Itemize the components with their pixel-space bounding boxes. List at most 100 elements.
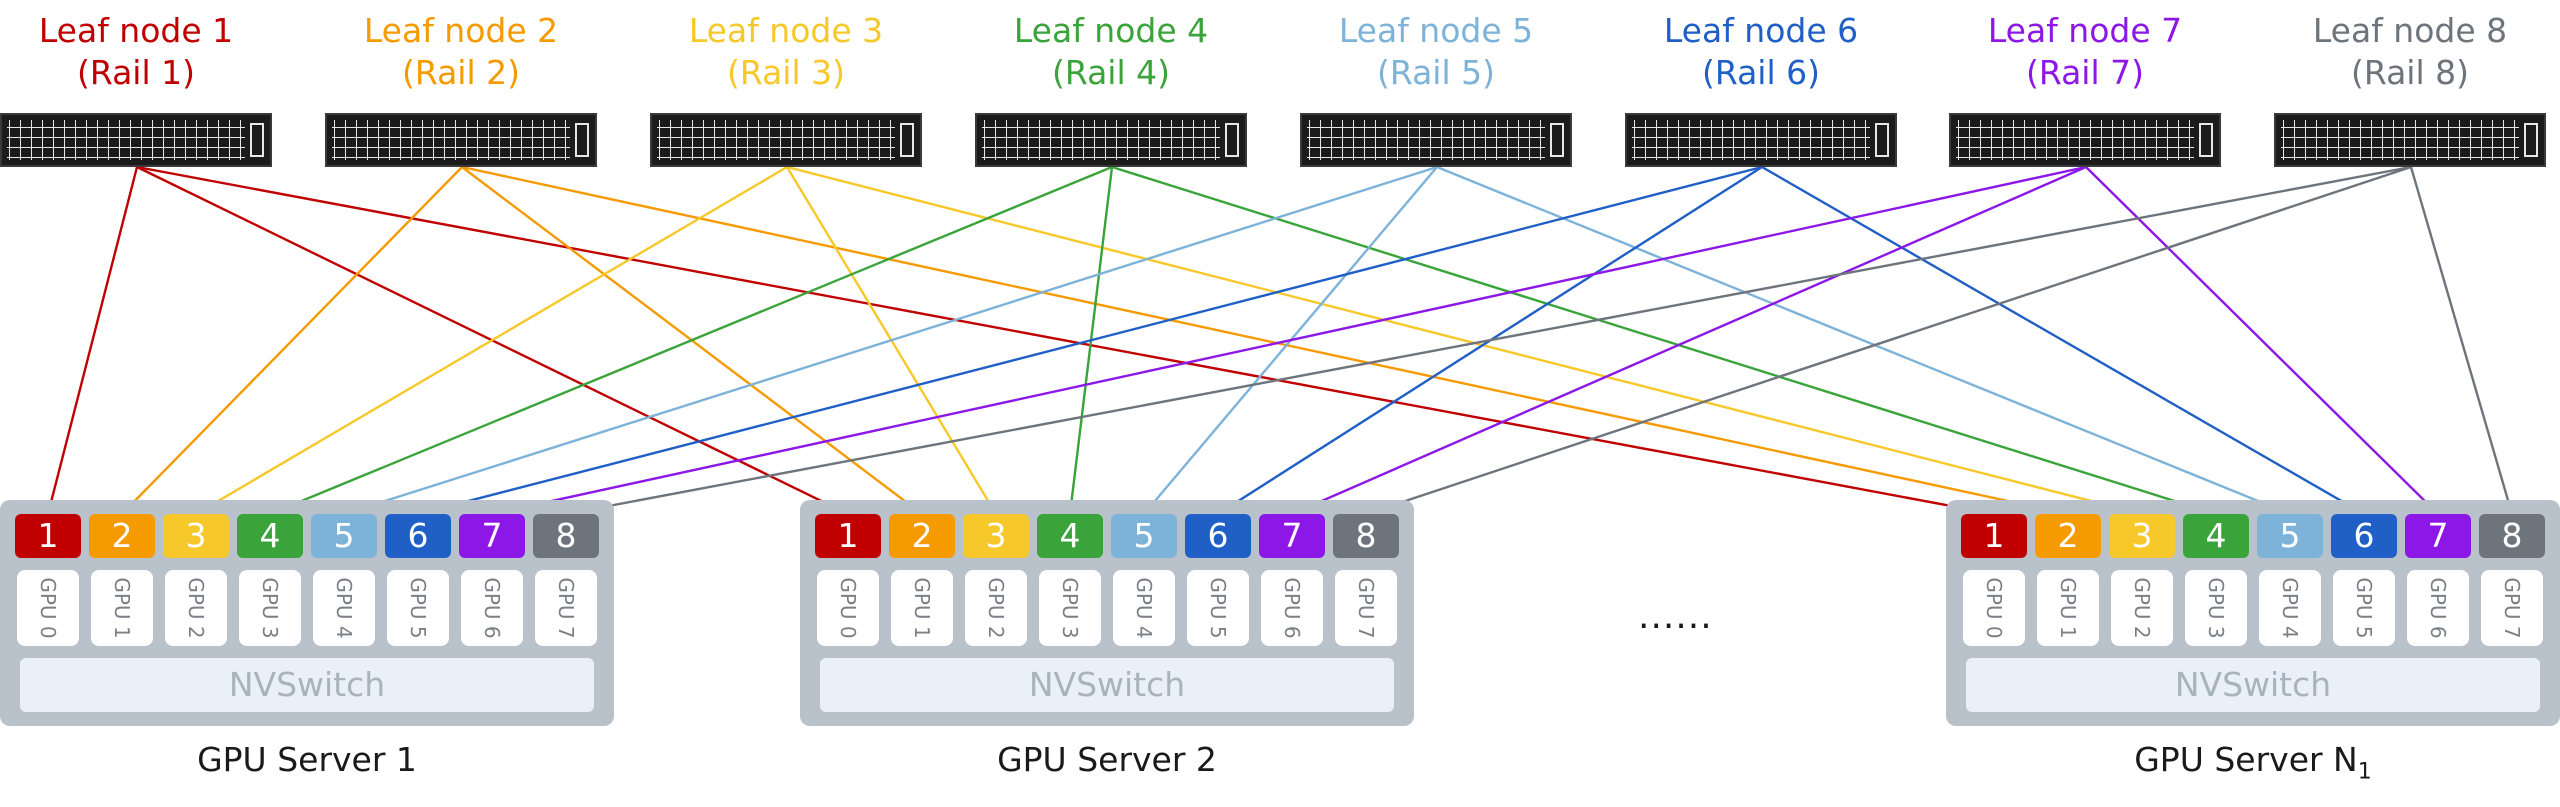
switch-side-panel: [1550, 123, 1564, 157]
gpu-1: GPU 1: [891, 570, 953, 646]
gpu-label: GPU 5: [2352, 577, 2376, 639]
gpu-6: GPU 6: [1261, 570, 1323, 646]
gpu-label: GPU 0: [36, 577, 60, 639]
switch-side-panel: [1225, 123, 1239, 157]
leaf-node-label-8: Leaf node 8(Rail 8): [2270, 10, 2550, 94]
nic-port-3: 3: [963, 514, 1029, 558]
nic-port-2: 2: [2035, 514, 2101, 558]
switch-ports: [7, 120, 245, 160]
gpu-label: GPU 5: [406, 577, 430, 639]
server-label-3: GPU Server N1: [1946, 740, 2560, 785]
switch-ports: [1307, 120, 1545, 160]
link-rail-8-server-1: [565, 165, 2412, 516]
leaf-node-rail: (Rail 1): [77, 53, 195, 92]
gpu-label: GPU 6: [1280, 577, 1304, 639]
gpu-label: GPU 1: [2056, 577, 2080, 639]
gpu-7: GPU 7: [1335, 570, 1397, 646]
leaf-node-label-7: Leaf node 7(Rail 7): [1945, 10, 2225, 94]
leaf-node-name: Leaf node 7: [1987, 11, 2183, 50]
nvswitch: NVSwitch: [1966, 658, 2540, 712]
gpu-label: GPU 2: [184, 577, 208, 639]
gpu-label: GPU 4: [332, 577, 356, 639]
nic-port-7: 7: [459, 514, 525, 558]
leaf-node-rail: (Rail 8): [2351, 53, 2469, 92]
gpu-7: GPU 7: [535, 570, 597, 646]
nic-port-2: 2: [889, 514, 955, 558]
link-rail-7-server-1: [491, 165, 2087, 516]
leaf-node-label-6: Leaf node 6(Rail 6): [1621, 10, 1901, 94]
nic-port-4: 4: [237, 514, 303, 558]
switch-ports: [657, 120, 895, 160]
leaf-switch-3: [650, 113, 922, 167]
gpu-label: GPU 4: [2278, 577, 2302, 639]
link-rail-6-server-1: [417, 165, 1763, 516]
link-rail-6-server-3: [1761, 165, 2365, 516]
server-label-text: GPU Server N: [2134, 740, 2358, 779]
nvswitch: NVSwitch: [20, 658, 594, 712]
leaf-switch-5: [1300, 113, 1572, 167]
gpu-label: GPU 0: [836, 577, 860, 639]
gpu-label: GPU 2: [984, 577, 1008, 639]
switch-ports: [982, 120, 1220, 160]
gpu-4: GPU 4: [1113, 570, 1175, 646]
server-label-1: GPU Server 1: [0, 740, 614, 779]
nic-port-2: 2: [89, 514, 155, 558]
gpu-1: GPU 1: [2037, 570, 2099, 646]
gpu-3: GPU 3: [239, 570, 301, 646]
link-rail-8-server-3: [2409, 166, 2514, 515]
leaf-switch-8: [2274, 113, 2546, 167]
leaf-node-label-2: Leaf node 2(Rail 2): [321, 10, 601, 94]
leaf-node-rail: (Rail 3): [727, 53, 845, 92]
switch-side-panel: [250, 123, 264, 157]
gpu-label: GPU 3: [258, 577, 282, 639]
switch-side-panel: [900, 123, 914, 157]
leaf-node-label-4: Leaf node 4(Rail 4): [971, 10, 1251, 94]
gpu-label: GPU 7: [1354, 577, 1378, 639]
leaf-node-label-3: Leaf node 3(Rail 3): [646, 10, 926, 94]
nic-port-1: 1: [1961, 514, 2027, 558]
link-rail-3-server-3: [786, 165, 2143, 516]
link-rail-3-server-1: [195, 165, 788, 516]
link-rail-1-server-3: [136, 165, 1995, 516]
switch-side-panel: [2199, 123, 2213, 157]
leaf-node-name: Leaf node 1: [38, 11, 234, 50]
nic-port-4: 4: [2183, 514, 2249, 558]
gpu-label: GPU 1: [910, 577, 934, 639]
gpu-3: GPU 3: [1039, 570, 1101, 646]
gpu-5: GPU 5: [2333, 570, 2395, 646]
leaf-switch-6: [1625, 113, 1897, 167]
gpu-label: GPU 5: [1206, 577, 1230, 639]
link-rail-2-server-3: [461, 165, 2069, 516]
gpu-6: GPU 6: [461, 570, 523, 646]
gpu-label: GPU 7: [554, 577, 578, 639]
leaf-node-rail: (Rail 4): [1052, 53, 1170, 92]
server-label-2: GPU Server 2: [800, 740, 1414, 779]
link-rail-5-server-1: [343, 165, 1438, 516]
link-rail-7-server-3: [2085, 166, 2439, 515]
leaf-node-name: Leaf node 8: [2312, 11, 2508, 50]
nic-port-4: 4: [1037, 514, 1103, 558]
server-label-text: GPU Server 2: [997, 740, 1217, 779]
gpu-label: GPU 3: [2204, 577, 2228, 639]
server-label-text: GPU Server 1: [197, 740, 417, 779]
leaf-node-name: Leaf node 6: [1663, 11, 1859, 50]
switch-ports: [1956, 120, 2194, 160]
gpu-label: GPU 7: [2500, 577, 2524, 639]
gpu-label: GPU 6: [2426, 577, 2450, 639]
leaf-node-name: Leaf node 4: [1013, 11, 1209, 50]
switch-side-panel: [1875, 123, 1889, 157]
switch-side-panel: [575, 123, 589, 157]
leaf-node-name: Leaf node 3: [688, 11, 884, 50]
leaf-node-rail: (Rail 2): [402, 53, 520, 92]
link-rail-2-server-1: [121, 166, 463, 515]
link-rail-1-server-1: [46, 166, 139, 515]
nic-port-6: 6: [385, 514, 451, 558]
nic-port-6: 6: [1185, 514, 1251, 558]
gpu-4: GPU 4: [313, 570, 375, 646]
leaf-node-name: Leaf node 2: [363, 11, 559, 50]
gpu-0: GPU 0: [817, 570, 879, 646]
link-rail-7-server-2: [1291, 165, 2087, 516]
gpu-0: GPU 0: [17, 570, 79, 646]
leaf-switch-1: [0, 113, 272, 167]
